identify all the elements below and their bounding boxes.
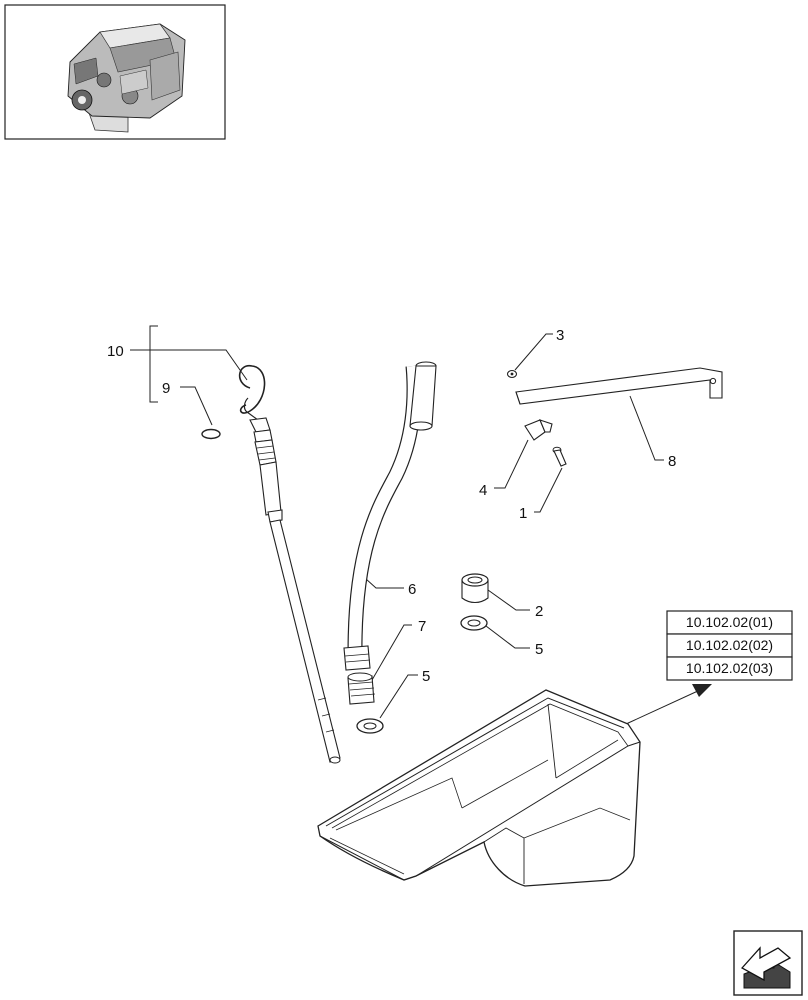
callout-5-right[interactable]: 5 (535, 641, 543, 658)
clip-part[interactable] (524, 419, 553, 441)
dipstick-tube-part[interactable] (343, 361, 437, 671)
callout-8[interactable]: 8 (668, 453, 676, 470)
bolt-part[interactable] (552, 446, 567, 467)
plug-part[interactable] (461, 573, 489, 604)
reference-box-3[interactable] (666, 656, 793, 681)
washer-part-right[interactable] (460, 615, 488, 631)
engine-thumbnail[interactable] (4, 4, 226, 140)
oil-pan-part[interactable] (317, 689, 641, 887)
callout-2[interactable]: 2 (535, 603, 543, 620)
adapter-fitting-part[interactable] (347, 672, 376, 705)
washer-part-lower[interactable] (356, 718, 384, 734)
callout-labels: 10 9 3 8 4 1 6 2 5 7 5 (107, 327, 676, 685)
reference-label-3: 10.102.02(03) (686, 660, 773, 676)
reference-box-group: 10.102.02(01) 10.102.02(02) 10.102.02(03… (666, 610, 793, 681)
callout-9[interactable]: 9 (162, 380, 170, 397)
callout-10[interactable]: 10 (107, 343, 124, 360)
callout-3[interactable]: 3 (556, 327, 564, 344)
dipstick-part[interactable] (238, 365, 341, 764)
next-page-button[interactable] (733, 930, 803, 996)
leader-lines (130, 325, 712, 725)
callout-5-lower[interactable]: 5 (422, 668, 430, 685)
next-page-arrow-icon (740, 946, 792, 989)
nut-part[interactable] (506, 369, 518, 379)
engine-thumbnail-icon (67, 23, 186, 133)
bracket-part[interactable] (515, 367, 723, 405)
o-ring-part[interactable] (201, 428, 221, 440)
reference-label-1: 10.102.02(01) (686, 614, 773, 630)
callout-7[interactable]: 7 (418, 618, 426, 635)
callout-6[interactable]: 6 (408, 581, 416, 598)
callout-1[interactable]: 1 (519, 505, 527, 522)
reference-label-2: 10.102.02(02) (686, 637, 773, 653)
callout-4[interactable]: 4 (479, 482, 487, 499)
